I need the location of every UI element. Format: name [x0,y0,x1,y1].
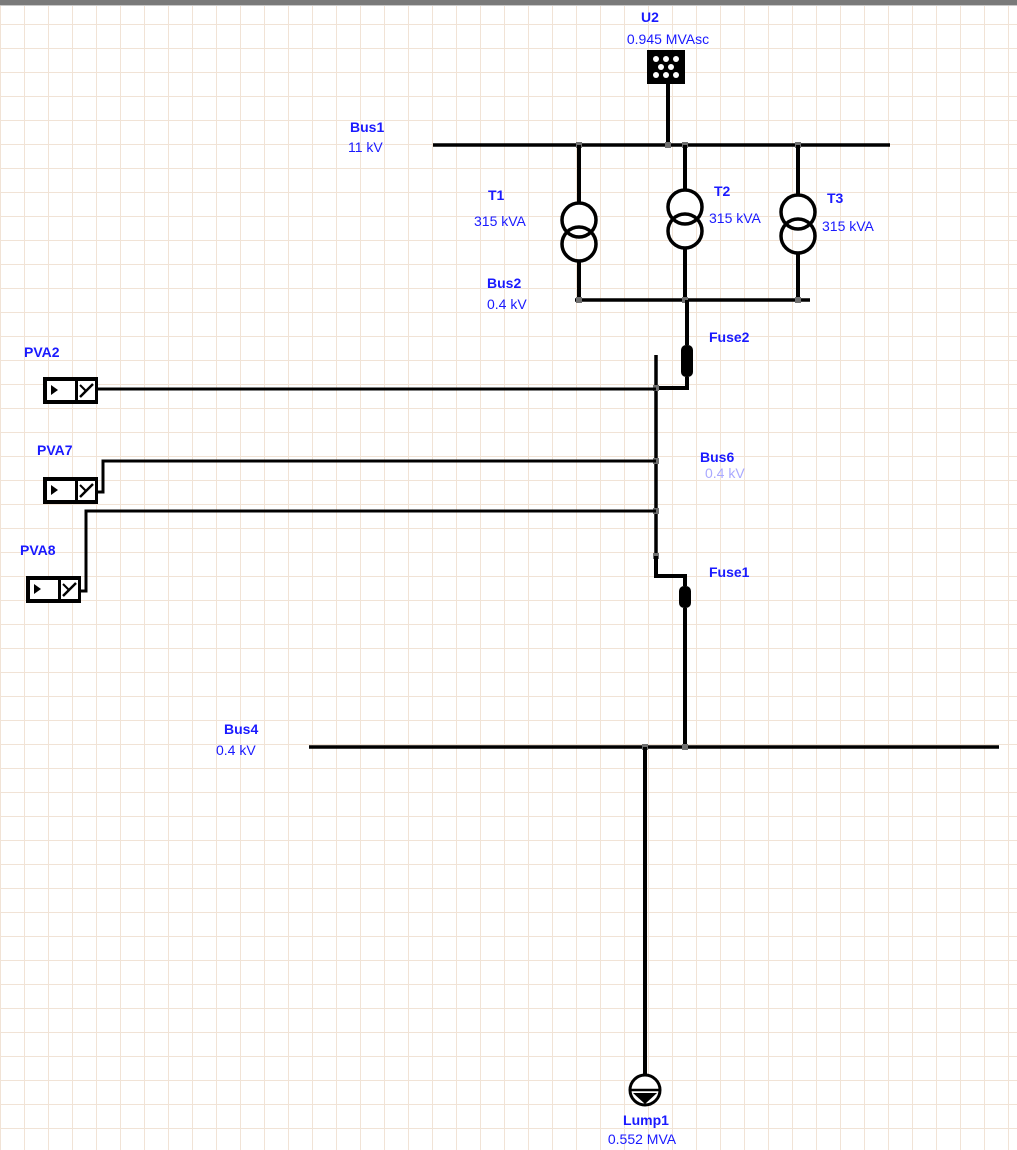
pv-array-pva7[interactable] [43,477,98,504]
grid-source-icon [647,50,685,84]
t2-name-label: T2 [714,183,731,199]
transformer-t1[interactable] [560,145,598,300]
source-rating-label: 0.945 MVAsc [627,31,709,47]
fuse2-lower-wire [656,377,689,390]
lumped-load-lump1[interactable] [628,1073,662,1107]
t1-rating-label: 315 kVA [474,213,527,229]
pv-arrow-icon [51,385,58,395]
bus1-voltage-label: 11 kV [348,139,383,155]
bus4-node [682,744,688,750]
load-name-label: Lump1 [623,1112,669,1128]
pv-array-pva8[interactable] [26,576,81,603]
pv-arrow-icon [51,485,58,495]
bus2-node [795,297,801,303]
transformer-t3[interactable] [779,145,817,300]
utility-source-u2[interactable] [647,50,685,84]
t3-rating-label: 315 kVA [822,218,875,234]
t3-name-label: T3 [827,190,844,206]
pv-array-pva2[interactable] [43,377,98,404]
pv-arrow-icon [34,584,41,594]
pva8-feeder-wire [81,509,656,593]
bus6-name-label: Bus6 [700,449,734,465]
pv-panel-icon [47,481,75,500]
fuse2-icon[interactable] [681,345,693,377]
fuse1-icon[interactable] [679,586,691,608]
load-arrow-icon [633,1093,657,1104]
window-top-border [0,0,1017,6]
source-name-label: U2 [641,9,659,25]
transformer-t2[interactable] [666,145,704,300]
fuse2-name-label: Fuse2 [709,329,750,345]
bus2-voltage-label: 0.4 kV [487,296,527,312]
pva2-name-label: PVA2 [24,344,60,360]
bus1-node [665,142,671,148]
pva8-name-label: PVA8 [20,542,56,558]
fuse1-name-label: Fuse1 [709,564,750,580]
pv-panel-icon [47,381,75,400]
bus1-name-label: Bus1 [350,119,384,135]
fuse1-upper-wire [654,556,687,586]
t1-name-label: T1 [488,187,505,203]
bus4-voltage-label: 0.4 kV [216,742,256,758]
bus2-node [576,297,582,303]
pva7-name-label: PVA7 [37,442,73,458]
pva7-feeder-wire [98,459,656,494]
bus6-voltage-label: 0.4 kV [705,465,745,481]
pv-panel-icon [30,580,58,599]
bus4-name-label: Bus4 [224,721,258,737]
bus2-name-label: Bus2 [487,275,521,291]
t2-rating-label: 315 kVA [709,210,762,226]
load-rating-label: 0.552 MVA [608,1131,677,1147]
